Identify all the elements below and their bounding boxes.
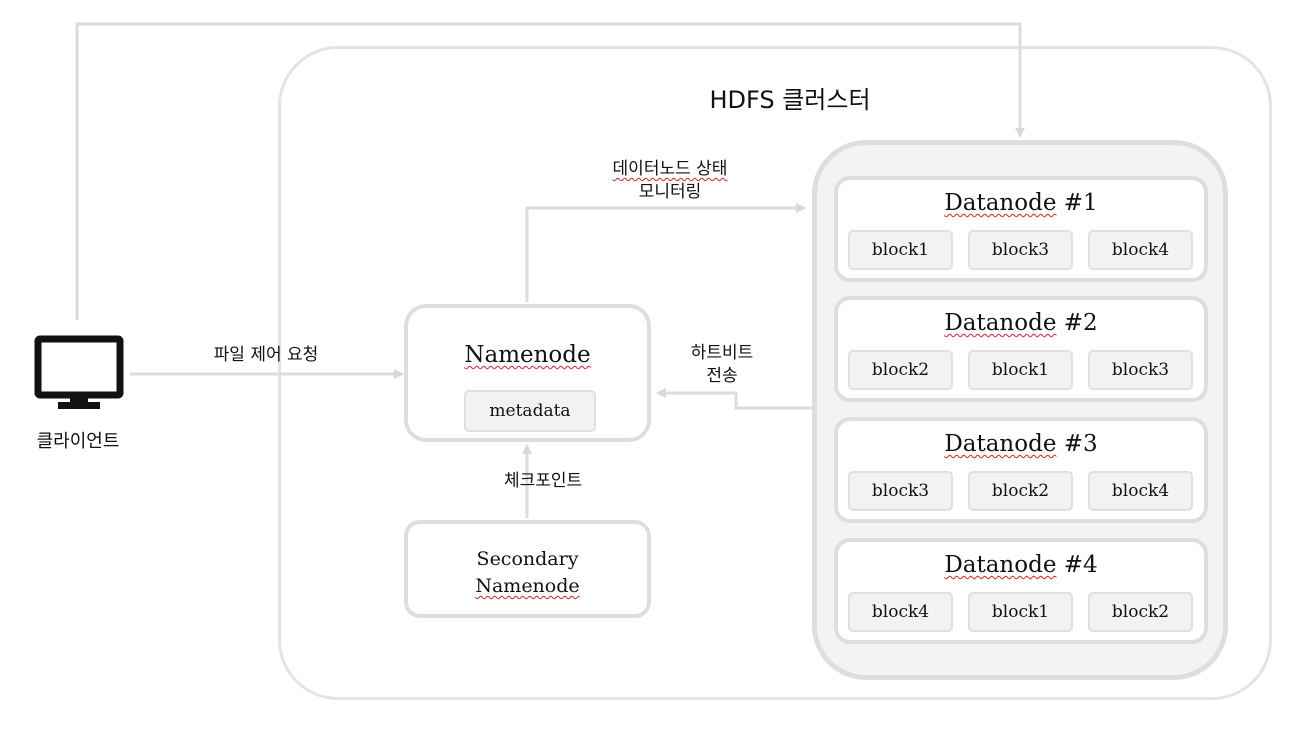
block-item: block3	[1088, 350, 1193, 390]
block-item: block4	[1088, 471, 1193, 511]
monitor-icon	[34, 335, 124, 409]
namenode-monitoring-arrow	[525, 203, 806, 302]
heartbeat-label: 하트비트 전송	[690, 343, 754, 386]
checkpoint-label: 체크포인트	[504, 471, 583, 491]
block-item: block3	[968, 230, 1073, 270]
block-item: block2	[1088, 592, 1193, 632]
monitoring-label: 데이터노드 상태 모니터링	[612, 159, 728, 202]
file-control-label: 파일 제어 요청	[213, 345, 319, 365]
block-item: block2	[848, 350, 953, 390]
namenode-title: Namenode	[464, 342, 591, 368]
block-item: block4	[1088, 230, 1193, 270]
namenode-box: Namenode metadata	[404, 304, 651, 442]
datanode-card-2: Datanode #2 block2 block1 block3	[834, 296, 1208, 402]
block-item: block4	[848, 592, 953, 632]
datanode-card-1: Datanode #1 block1 block3 block4	[834, 176, 1208, 282]
datanode-title: Datanode #1	[944, 190, 1098, 216]
block-item: block2	[968, 471, 1073, 511]
client-to-datanodes-arrow	[75, 22, 1025, 320]
datanode-card-3: Datanode #3 block3 block2 block4	[834, 417, 1208, 523]
secondary-namenode-title: Secondary Namenode	[475, 548, 580, 597]
block-item: block3	[848, 471, 953, 511]
datanode-title: Datanode #3	[944, 431, 1098, 457]
block-item: block1	[968, 592, 1073, 632]
secondary-namenode-box: Secondary Namenode	[404, 520, 651, 618]
datanode-title: Datanode #4	[944, 552, 1098, 578]
datanode-card-4: Datanode #4 block4 block1 block2	[834, 538, 1208, 644]
block-item: block1	[848, 230, 953, 270]
metadata-box: metadata	[464, 390, 596, 432]
heartbeat-arrow	[656, 388, 812, 410]
cluster-title: HDFS 클러스터	[709, 86, 871, 114]
client-label: 클라이언트	[36, 431, 120, 452]
block-item: block1	[968, 350, 1073, 390]
datanode-title: Datanode #2	[944, 310, 1098, 336]
